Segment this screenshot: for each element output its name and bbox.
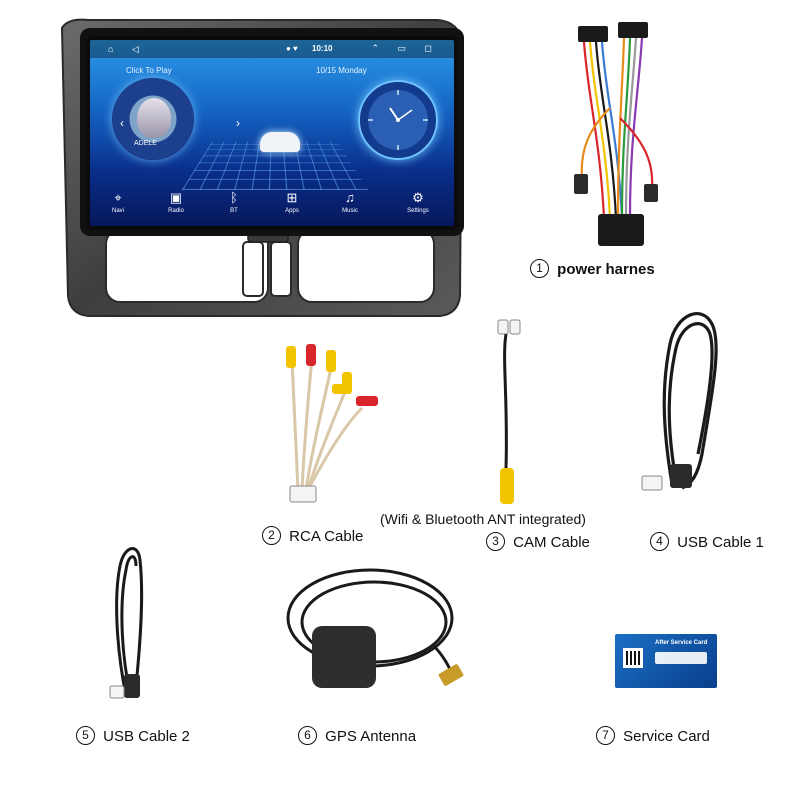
click-to-play-label: Click To Play bbox=[126, 66, 172, 75]
radio-icon: ▣ bbox=[169, 190, 183, 205]
music-note-icon: ♫ bbox=[345, 190, 355, 205]
clock-face-icon bbox=[368, 90, 428, 150]
status-signal-icon: ● ♥ bbox=[286, 44, 298, 53]
item-number-1: 1 bbox=[530, 259, 549, 278]
clock-widget[interactable] bbox=[358, 80, 438, 160]
rca-cable-image bbox=[286, 344, 378, 503]
previous-track-icon[interactable]: ‹ bbox=[120, 116, 124, 130]
next-track-icon[interactable]: › bbox=[236, 116, 240, 130]
dock-item-navi[interactable]: ⌖ Navi bbox=[98, 190, 138, 214]
item-label-2: 2 RCA Cable bbox=[262, 526, 363, 546]
service-card-title: After Service Card bbox=[655, 640, 708, 646]
car-icon bbox=[260, 132, 300, 152]
item-number-6: 6 bbox=[298, 726, 317, 745]
car-stereo-head-unit: ⏻ ⌂ ↩ + − ⌂ ◁ ● ♥ 10:10 ⌃ ▭ ◻ Click To P… bbox=[48, 14, 468, 320]
power-harness-image bbox=[574, 22, 658, 246]
music-widget[interactable] bbox=[112, 78, 194, 160]
apps-grid-icon: ⊞ bbox=[286, 190, 298, 205]
item-number-5: 5 bbox=[76, 726, 95, 745]
item-label-4: 4 USB Cable 1 bbox=[650, 532, 764, 552]
item-number-4: 4 bbox=[650, 532, 669, 551]
dock-item-settings[interactable]: ⚙ Settings bbox=[398, 190, 438, 214]
item-number-2: 2 bbox=[262, 526, 281, 545]
dock-item-music[interactable]: ♫ Music bbox=[330, 190, 370, 214]
music-title: ADELE bbox=[134, 140, 157, 147]
wifi-bt-note: (Wifi & Bluetooth ANT integrated) bbox=[380, 511, 586, 527]
gps-antenna-image bbox=[286, 568, 464, 688]
dock-item-apps[interactable]: ⊞ Apps bbox=[272, 190, 312, 214]
status-time: 10:10 bbox=[312, 44, 333, 53]
bluetooth-icon: ᛒ bbox=[230, 190, 238, 205]
status-window-icons[interactable]: ⌃ ▭ ◻ bbox=[371, 43, 440, 53]
cam-cable-image bbox=[497, 319, 521, 504]
album-art-icon bbox=[137, 98, 171, 138]
item-label-6: 6 GPS Antenna bbox=[298, 726, 416, 746]
app-dock: ⌖ Navi ▣ Radio ᛒ BT ⊞ Apps ♫ Music ⚙ Set… bbox=[90, 190, 454, 226]
qr-code-icon bbox=[623, 648, 643, 668]
service-card-info-box bbox=[655, 652, 707, 664]
usb-cable-1-image bbox=[641, 312, 718, 491]
status-nav-icons[interactable]: ⌂ ◁ bbox=[108, 44, 147, 54]
android-screen: ⌂ ◁ ● ♥ 10:10 ⌃ ▭ ◻ Click To Play 10/15 … bbox=[86, 36, 458, 230]
item-label-3: 3 CAM Cable bbox=[486, 532, 590, 552]
item-number-7: 7 bbox=[596, 726, 615, 745]
usb-cable-2-image bbox=[109, 547, 144, 699]
item-label-7: 7 Service Card bbox=[596, 726, 710, 746]
dock-item-bt[interactable]: ᛒ BT bbox=[214, 190, 254, 214]
status-bar: ⌂ ◁ ● ♥ 10:10 ⌃ ▭ ◻ bbox=[90, 40, 454, 58]
service-card-image: After Service Card bbox=[615, 634, 717, 688]
gear-icon: ⚙ bbox=[412, 190, 424, 205]
item-number-3: 3 bbox=[486, 532, 505, 551]
item-label-1: 1 power harnes bbox=[530, 259, 655, 279]
location-pin-icon: ⌖ bbox=[114, 190, 122, 205]
item-label-5: 5 USB Cable 2 bbox=[76, 726, 190, 746]
date-label: 10/15 Monday bbox=[316, 66, 367, 75]
dock-item-radio[interactable]: ▣ Radio bbox=[156, 190, 196, 214]
